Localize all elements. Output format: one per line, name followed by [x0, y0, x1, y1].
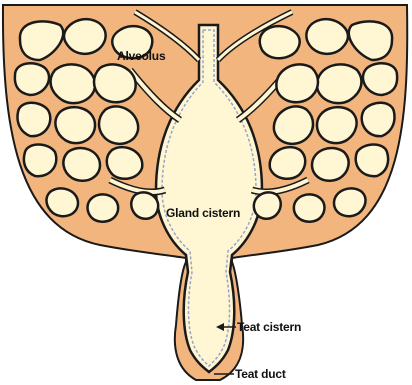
- alveolus: [46, 188, 78, 216]
- alveolus: [356, 145, 388, 177]
- alveolus: [55, 107, 95, 143]
- alveolus: [362, 103, 395, 136]
- label-teat-cistern: Teat cistern: [237, 320, 301, 334]
- label-alveolus: Alveolus: [117, 49, 166, 63]
- alveolus: [64, 19, 106, 54]
- label-gland-cistern: Gland cistern: [166, 206, 240, 220]
- alveolus: [254, 192, 281, 218]
- alveolus: [363, 63, 397, 95]
- alveolus: [260, 26, 300, 58]
- alveolus: [270, 147, 306, 179]
- alveolus: [294, 194, 325, 221]
- alveolus: [107, 147, 143, 179]
- alveolus: [317, 107, 357, 143]
- alveolus: [24, 145, 56, 177]
- alveolus: [88, 194, 119, 221]
- alveolus: [99, 106, 138, 143]
- alveolus: [334, 188, 366, 216]
- alveolus: [306, 19, 348, 54]
- alveolus: [317, 64, 361, 103]
- alveolus: [15, 63, 49, 95]
- alveolus: [63, 148, 100, 181]
- alveolus: [51, 64, 95, 103]
- alveolus: [312, 148, 349, 181]
- alveolus: [94, 64, 136, 102]
- alveolus: [131, 192, 158, 218]
- alveolus: [18, 103, 51, 136]
- alveolus: [274, 106, 313, 143]
- label-teat-duct: Teat duct: [235, 367, 286, 381]
- alveolus: [276, 64, 318, 102]
